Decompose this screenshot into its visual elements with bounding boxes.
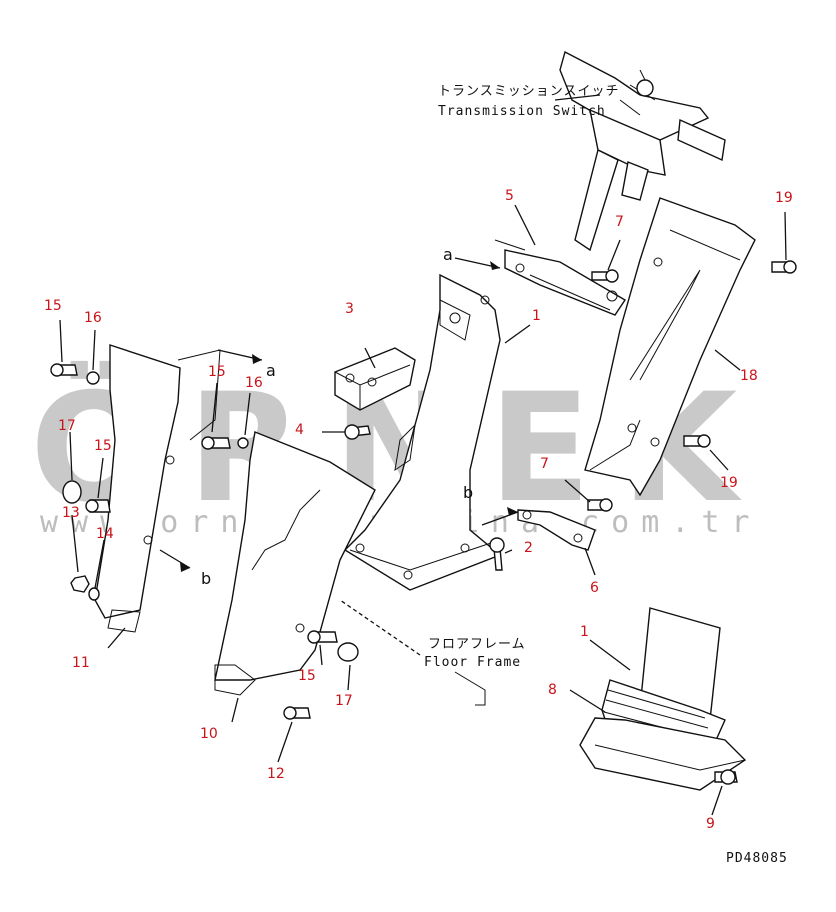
bolt-part-19-top: [771, 260, 797, 274]
part-label-4: 4: [295, 422, 304, 438]
part-label-8: 8: [548, 682, 557, 698]
bolt-part-4: [344, 424, 371, 440]
transmission-switch-en: Transmission Switch: [438, 104, 606, 119]
bolt-part-7-bottom: [587, 498, 613, 512]
part-label-15: 15: [208, 364, 226, 380]
part-label-16: 16: [84, 310, 102, 326]
reference-arrows: a a b b: [180, 245, 518, 588]
part-label-19: 19: [775, 190, 793, 206]
part-label-19: 19: [720, 475, 738, 491]
bracket-part-5: [494, 239, 626, 316]
floor-frame-jp: フロアフレーム: [428, 637, 526, 652]
ref-letter-a: a: [443, 245, 453, 264]
washer-part-16-b: [237, 437, 249, 449]
part-label-1: 1: [532, 308, 541, 324]
bolt-part-19-bottom: [683, 434, 711, 448]
bolt-part-15-a: [50, 363, 78, 377]
cap-part-17-b: [337, 642, 359, 662]
transmission-switch-assembly: [559, 50, 726, 252]
part-label-15: 15: [298, 668, 316, 684]
part-label-6: 6: [590, 580, 599, 596]
part-label-17: 17: [335, 693, 353, 709]
part-label-10: 10: [200, 726, 218, 742]
part-label-5: 5: [505, 188, 514, 204]
part-label-3: 3: [345, 301, 354, 317]
washer-part-16-a: [86, 371, 100, 385]
part-label-1: 1: [580, 624, 589, 640]
part-label-15: 15: [94, 438, 112, 454]
ref-letter-b: b: [201, 569, 211, 588]
part-label-2: 2: [524, 540, 533, 556]
bolt-part-2: [489, 537, 505, 571]
bracket-part-6: [517, 509, 596, 551]
cover-part-11: [94, 344, 221, 633]
nut-part-13: [70, 575, 90, 593]
transmission-switch-jp: トランスミッションスイッチ: [438, 84, 619, 99]
part-label-18: 18: [740, 368, 758, 384]
bolt-part-15-b: [85, 499, 111, 513]
part-label-15: 15: [44, 298, 62, 314]
column-part-1: [343, 273, 502, 591]
lever-boot-part-8: [579, 607, 747, 791]
bolt-part-12: [283, 706, 311, 720]
part-label-7: 7: [540, 456, 549, 472]
bracket-part-3: [334, 347, 416, 411]
part-label-13: 13: [62, 505, 80, 521]
cover-part-10: [214, 431, 376, 696]
ref-letter-b: b: [463, 483, 473, 502]
washer-part-14: [88, 587, 100, 601]
ref-letter-a: a: [266, 361, 276, 380]
part-label-12: 12: [267, 766, 285, 782]
bolt-part-7-top: [591, 269, 619, 283]
part-labels: 1 1 2 3 4 5 6 7 7 8 9 10 11 12 13 14 15 …: [44, 188, 793, 832]
floor-frame-en: Floor Frame: [424, 655, 521, 670]
bolt-part-15-c: [201, 436, 231, 450]
bolt-part-15-d: [307, 630, 338, 644]
part-label-16: 16: [245, 375, 263, 391]
leader-lines: [59, 204, 787, 816]
bolt-part-9: [714, 769, 738, 785]
part-label-9: 9: [706, 816, 715, 832]
part-label-11: 11: [72, 655, 90, 671]
cover-part-18: [584, 197, 756, 497]
part-label-17: 17: [58, 418, 76, 434]
part-label-14: 14: [96, 526, 114, 542]
cap-part-17-a: [62, 480, 82, 504]
drawing-code: PD48085: [726, 851, 788, 866]
part-label-7: 7: [615, 214, 624, 230]
